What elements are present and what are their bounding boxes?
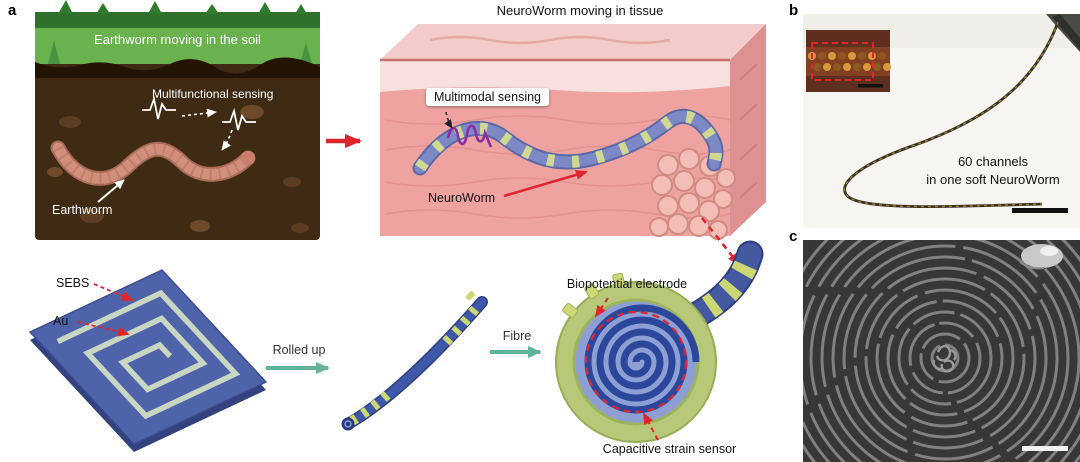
strain-sensor-pointer-arrow	[643, 412, 659, 441]
rolled-fibre-illustration	[341, 290, 488, 431]
sem-debris-blob	[1021, 244, 1063, 268]
tissue-to-crosssection-arrow	[700, 217, 740, 266]
multimodal-signal-squiggle	[446, 124, 493, 148]
au-pointer-arrow	[77, 321, 130, 337]
panel-label-a: a	[8, 2, 17, 19]
multimodal-sensing-callout: Multimodal sensing	[426, 88, 549, 106]
panel-label-b: b	[789, 2, 799, 19]
strain-sensor-dashed-circle	[584, 310, 688, 414]
sebs-label: SEBS	[56, 276, 90, 290]
photo-b-scale-bar	[1012, 208, 1068, 213]
sem-scale-bar	[1022, 446, 1068, 451]
earthworm-pointer-arrow	[97, 179, 125, 203]
biopotential-electrode-label: Biopotential electrode	[566, 277, 688, 291]
electrode-pointer-arrow	[594, 297, 609, 318]
tweezers	[1046, 14, 1080, 52]
tissue-illustration	[380, 24, 766, 266]
photo-b-caption-line2: in one soft NeuroWorm	[926, 172, 1060, 187]
photo-b-illustration	[803, 14, 1080, 228]
neuroworm-fibre-photo	[843, 21, 1060, 209]
multimodal-dashed-arrow	[444, 111, 453, 129]
waveform-to-worm-arrow	[221, 129, 233, 151]
au-label: Au	[53, 314, 69, 328]
photo-b-inset	[806, 30, 891, 92]
sheet-illustration	[30, 270, 266, 452]
neuroworm-label: NeuroWorm	[428, 191, 496, 205]
panel-label-c: c	[789, 228, 798, 245]
cross-section-illustration	[555, 240, 764, 443]
waveform-icons	[142, 95, 256, 131]
inset-highlight-box	[811, 42, 874, 81]
photo-b-caption-line1: 60 channels	[957, 154, 1029, 169]
soil-scene-title: Earthworm moving in the soil	[94, 32, 261, 47]
neuroworm-pointer-arrow	[503, 170, 588, 198]
soil-scene-illustration	[35, 0, 320, 240]
capacitive-strain-sensor-label: Capacitive strain sensor	[602, 442, 737, 456]
sem-illustration	[803, 240, 1080, 462]
rolled-up-label: Rolled up	[272, 343, 326, 357]
fibre-label: Fibre	[502, 329, 532, 343]
neuroworm-device-drawing	[412, 109, 724, 176]
multifunctional-sensing-label: Multifunctional sensing	[152, 87, 274, 101]
earthworm-drawing	[50, 140, 256, 186]
tissue-scene-title: NeuroWorm moving in tissue	[496, 3, 664, 18]
earthworm-label: Earthworm	[52, 203, 113, 217]
sem-center-texture	[932, 344, 957, 373]
inset-scale-bar	[858, 84, 883, 88]
